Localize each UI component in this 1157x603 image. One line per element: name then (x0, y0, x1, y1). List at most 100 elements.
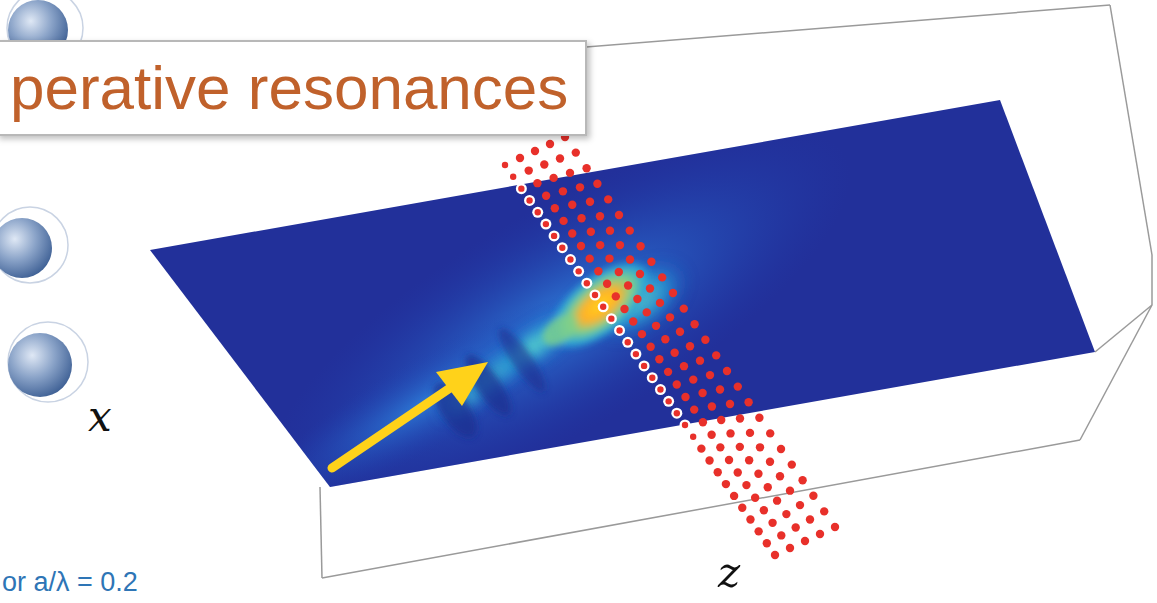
atom-dot (646, 343, 654, 351)
atom-dot (542, 192, 550, 200)
atom-dot (722, 480, 730, 488)
atom-dot (652, 322, 660, 330)
dot-ring (655, 384, 666, 395)
dot-ring (500, 160, 511, 171)
atom-dot (518, 185, 524, 191)
dot-ring (590, 290, 601, 301)
atom-dot (636, 270, 644, 278)
dot-ring (622, 337, 633, 348)
atom-dot (697, 444, 705, 452)
atom-dot (594, 267, 602, 275)
dot-ring (581, 278, 592, 289)
atom-dot (786, 486, 794, 494)
dot-ring (516, 183, 527, 194)
atom-dot (798, 476, 806, 484)
atom-dot (717, 416, 725, 424)
atom-dot (686, 342, 694, 350)
atom-dot (533, 179, 541, 187)
atom-dot (777, 531, 785, 539)
atom-dot (587, 227, 595, 235)
atom-dot (734, 382, 742, 390)
atom-dot (670, 349, 678, 357)
atom-dot (592, 292, 598, 298)
atom-dot (682, 422, 688, 428)
atom-dot (567, 256, 573, 262)
atom-dot (745, 456, 753, 464)
atom-dot (658, 273, 666, 281)
atom-dot (655, 355, 663, 363)
dot-ring (598, 301, 609, 312)
atom-dot (657, 386, 663, 392)
atom-dot (566, 169, 574, 177)
atom-dot (543, 221, 549, 227)
atom-dot (746, 429, 754, 437)
title: perative resonances (0, 42, 585, 128)
atom-dot (559, 217, 567, 225)
dot-ring (508, 171, 519, 182)
atom-dot (502, 162, 508, 168)
atom-dot (585, 254, 593, 262)
atom-dot (647, 258, 655, 266)
dot-ring (680, 420, 691, 431)
atom-dot (751, 493, 759, 501)
atom-dot (791, 523, 799, 531)
atom-dot (638, 330, 646, 338)
dot-ring (630, 349, 641, 360)
axis-label: z (718, 548, 740, 597)
atom-dot (586, 198, 594, 206)
atom-dot (629, 317, 637, 325)
atom-dot (754, 527, 762, 535)
atom-dot (699, 418, 707, 426)
atom-dot (698, 389, 706, 397)
atom-dot (773, 496, 781, 504)
atom-dot (572, 148, 580, 156)
title-box: perative resonances (0, 40, 587, 136)
dot-ring (524, 195, 535, 206)
atom-dot (669, 289, 677, 297)
atom-dot (766, 429, 774, 437)
atom-dot (535, 209, 541, 215)
atom-dot (723, 367, 731, 375)
atom-dot (768, 519, 776, 527)
atom-dot (716, 385, 724, 393)
atom-dot (707, 431, 715, 439)
atom-dot (788, 460, 796, 468)
atom-dot (736, 414, 744, 422)
atom-dot (755, 414, 763, 422)
atom-dot (831, 523, 839, 531)
atom-dot (706, 371, 714, 379)
atom-dot (673, 380, 681, 388)
atom-dot (712, 351, 720, 359)
parameter-note: or a/λ = 0.2 (2, 567, 138, 598)
atom-dot (664, 368, 672, 376)
atom-dot (641, 363, 647, 369)
atom-dot (604, 195, 612, 203)
atom-dot (559, 187, 567, 195)
dot-ring (606, 313, 617, 324)
atom-dot (546, 140, 554, 148)
atom-dot (801, 537, 809, 545)
atom-dot (577, 242, 585, 250)
axis-label: x (88, 392, 112, 441)
atom-dot (596, 212, 604, 220)
atom-dot (606, 226, 614, 234)
atom-dot (738, 504, 746, 512)
atom-dot (734, 468, 742, 476)
atom-dot (615, 268, 623, 276)
atom-dot (708, 402, 716, 410)
dot-ring (573, 266, 584, 277)
atom-dot (816, 530, 824, 538)
dot-ring (663, 396, 674, 407)
atom-dot (626, 255, 634, 263)
atom-dot (705, 456, 713, 464)
atom-dot (744, 398, 752, 406)
atom-dot (701, 336, 709, 344)
atom-dot (714, 468, 722, 476)
atom-dot (646, 284, 654, 292)
atom-dot (763, 539, 771, 547)
atom-dot (730, 492, 738, 500)
atom-dot (681, 393, 689, 401)
atom-dot (666, 313, 674, 321)
atom-dot (746, 515, 754, 523)
